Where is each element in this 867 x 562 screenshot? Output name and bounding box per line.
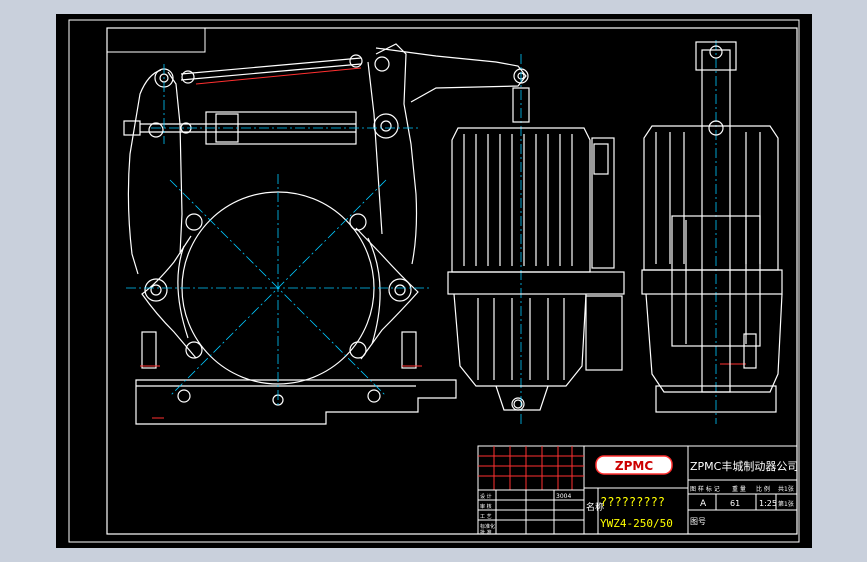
row-header-scale: 比 例 xyxy=(756,485,770,493)
sheet-value: 第1张 xyxy=(778,500,794,508)
cad-drawing-canvas: ZPMC ZPMC丰城制动器公司 图 样 标 记 重 量 比 例 A 61 1:… xyxy=(56,14,812,548)
thruster-body xyxy=(453,293,587,387)
sign-row-process: 工 艺 xyxy=(480,514,492,520)
thruster-rod xyxy=(512,87,530,123)
sheets-total-value: 共1张 xyxy=(778,485,794,493)
sign-row-approve: 批 准 xyxy=(480,529,492,536)
spring-nut xyxy=(123,120,141,136)
base-plate xyxy=(135,379,457,425)
sign-row-standard: 标准化 xyxy=(480,523,495,530)
row-header-weight: 重 量 xyxy=(732,485,746,493)
name-label: 名称 xyxy=(586,501,604,513)
weight-value: 61 xyxy=(730,499,740,508)
cooling-fins xyxy=(463,134,573,266)
revision-grid xyxy=(478,446,584,490)
front-view xyxy=(123,43,529,425)
drawing-name: ????????? xyxy=(600,495,665,509)
left-arm-outline xyxy=(127,69,162,275)
shoe-pin-right xyxy=(388,278,412,302)
thruster-flange xyxy=(447,271,625,295)
adjust-bolt-right xyxy=(401,331,417,369)
row-header-mark: 图 样 标 记 xyxy=(690,485,720,493)
corner-box xyxy=(106,27,206,53)
side-lever xyxy=(701,49,731,393)
pin-left xyxy=(148,122,164,138)
side-flange xyxy=(641,269,783,295)
terminal-box xyxy=(591,137,615,269)
title-block: ZPMC ZPMC丰城制动器公司 图 样 标 记 重 量 比 例 A 61 1:… xyxy=(477,445,798,536)
drawing-svg: ZPMC ZPMC丰城制动器公司 图 样 标 记 重 量 比 例 A 61 1:… xyxy=(68,19,800,543)
pin-right xyxy=(373,113,399,139)
zpmc-logo xyxy=(595,455,673,475)
side-base xyxy=(655,385,777,413)
shoe-pin-left xyxy=(144,278,168,302)
inner-frame xyxy=(106,27,798,535)
company-name: ZPMC丰城制动器公司 xyxy=(690,460,798,473)
centerlines xyxy=(126,40,717,424)
adjust-bolt-left xyxy=(141,331,157,369)
thruster xyxy=(447,87,625,411)
right-shoe xyxy=(355,227,419,360)
side-view xyxy=(641,41,783,413)
scale-value: 1:25 xyxy=(759,499,777,508)
hidden-lines xyxy=(140,67,746,419)
model-number: YWZ4-250/50 xyxy=(600,517,673,530)
drawing-no-label: 图号 xyxy=(690,517,706,526)
tie-rod xyxy=(180,57,362,75)
outer-frame xyxy=(68,19,800,543)
top-lever xyxy=(375,47,527,103)
sign-row-review: 审 核 xyxy=(480,503,492,510)
logo-text: ZPMC xyxy=(615,459,653,473)
left-shoe xyxy=(141,235,197,359)
side-motor xyxy=(643,125,779,271)
mark-value: A xyxy=(700,499,707,509)
small-code: 3004 xyxy=(556,493,571,500)
right-arm-outline xyxy=(375,43,418,265)
sign-row-design: 设 计 xyxy=(480,493,492,500)
